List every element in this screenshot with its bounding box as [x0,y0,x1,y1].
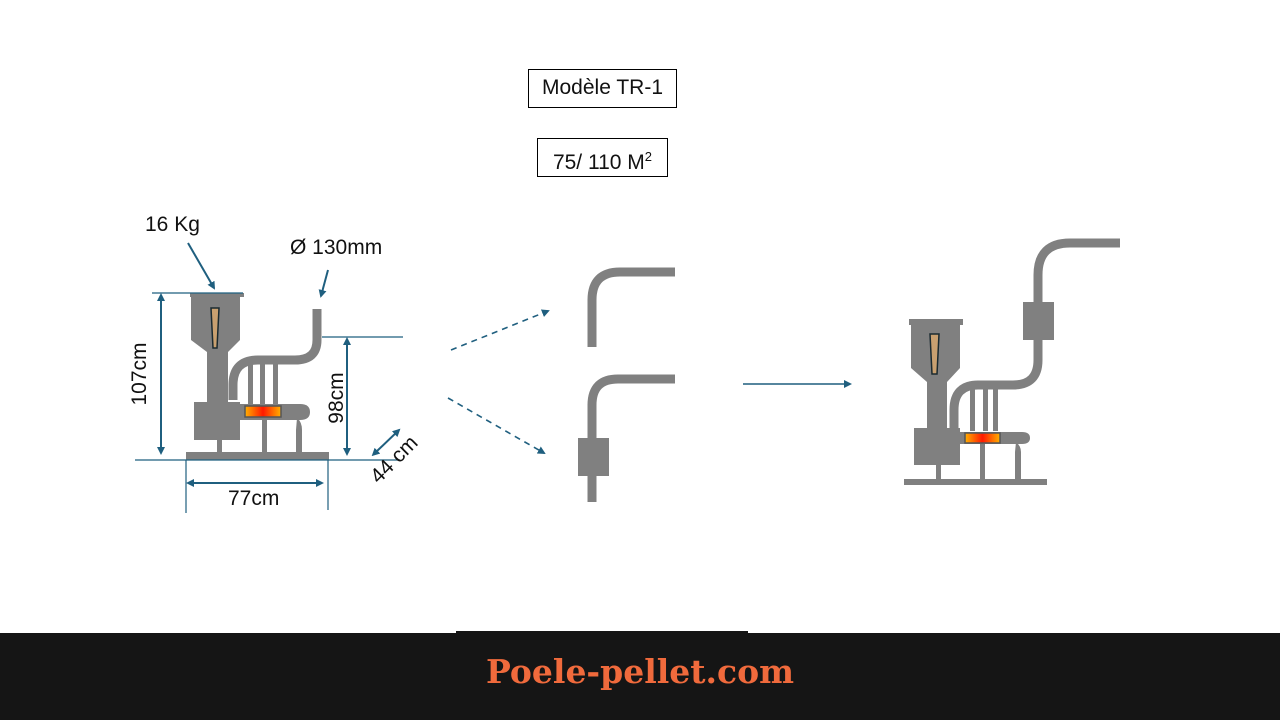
footer-divider [456,631,748,633]
dashed-arrow-up [450,309,550,351]
capacity-label: 16 Kg [145,213,200,236]
dimension-lines [135,242,403,513]
width-label: 77cm [228,487,280,510]
flue-options [447,267,852,502]
total-height-label: 107cm [128,342,151,406]
footer-bar [0,633,1280,720]
flue-elbow-with-box [587,374,675,502]
flue-elbow [587,267,675,347]
heating-area: 75/ 110 M2 [537,138,668,177]
flue-height-label: 98cm [325,372,348,424]
flue-diameter-label: Ø 130mm [290,236,383,259]
heating-area-value: 75/ 110 M [552,151,645,174]
dashed-arrow-down [447,397,546,454]
stove-front-view [186,293,329,460]
site-brand: Poele-pellet.com [485,652,795,691]
stove-with-flue-view [904,238,1120,485]
model-title: Modèle TR-1 [528,69,677,108]
heating-area-unit-exponent: 2 [644,149,653,164]
